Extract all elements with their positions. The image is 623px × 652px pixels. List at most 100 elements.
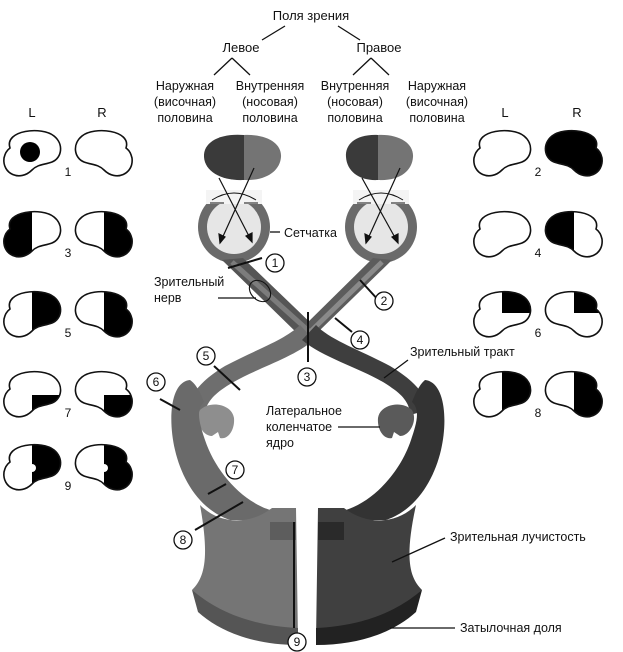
field-2-R-eye — [544, 129, 603, 177]
field-8-R-eye — [544, 370, 603, 418]
label-optic-nerve-2: нерв — [154, 291, 182, 305]
svg-text:1: 1 — [272, 256, 279, 270]
label-optic-radiation: Зрительная лучистость — [450, 530, 586, 544]
svg-text:9: 9 — [294, 635, 301, 649]
label-lgn-2: коленчатое — [266, 420, 332, 434]
lesion-marker-5: 5 — [196, 346, 216, 366]
left-optic-radiation — [171, 380, 270, 520]
field-pair-number: 6 — [535, 326, 542, 340]
visual-pathway-anatomy — [171, 134, 445, 645]
lesion-marker-1: 1 — [265, 253, 285, 273]
field-pair-number: 7 — [65, 406, 72, 420]
lesion-marker-2: 2 — [374, 291, 394, 311]
svg-text:8: 8 — [180, 533, 187, 547]
field-pair-number: 5 — [65, 326, 72, 340]
right-optic-radiation — [346, 380, 445, 520]
label-lgn-3: ядро — [266, 436, 294, 450]
field-defect-area — [32, 395, 61, 417]
field-1-R-eye — [74, 129, 133, 177]
field-9-R-eye — [74, 443, 133, 491]
field-3-R-eye — [74, 210, 133, 258]
left-outer-line2: (височная) — [154, 95, 216, 109]
field-6-R-eye — [544, 290, 603, 338]
right-optic-tract — [302, 325, 428, 415]
tree-line — [213, 57, 233, 76]
svg-text:7: 7 — [232, 463, 239, 477]
tree-line — [337, 25, 361, 41]
field-pair-number: 9 — [65, 479, 72, 493]
right-outer-line2: (височная) — [406, 95, 468, 109]
right-visual-object — [345, 134, 414, 181]
left-optic-tract — [188, 325, 314, 415]
field-4-R-eye — [544, 210, 603, 258]
field-pair-8: 8 — [473, 370, 603, 420]
lesion-marker-9: 9 — [287, 632, 307, 652]
lesion-markers: 1 2 3 4 5 6 7 8 9 — [146, 253, 394, 652]
field-8-L-eye — [473, 370, 532, 418]
field-pair-4: 4 — [473, 210, 603, 260]
svg-text:3: 3 — [304, 370, 311, 384]
tree-line — [261, 25, 286, 41]
field-defect-area — [104, 395, 133, 417]
field-pair-2: 2 — [473, 129, 603, 179]
svg-text:4: 4 — [357, 333, 364, 347]
left-visual-object — [203, 134, 282, 181]
light-rays — [218, 167, 401, 245]
left-outer-line3: половина — [157, 111, 212, 125]
header-left: Левое — [223, 40, 260, 55]
lesion-marker-3: 3 — [297, 367, 317, 387]
lesion-marker-7: 7 — [225, 460, 245, 480]
left-inner-line3: половина — [242, 111, 297, 125]
field-pair-7: 7 — [3, 370, 133, 420]
field-2-L-eye — [473, 129, 532, 177]
field-defect-area — [502, 371, 531, 417]
field-defect-area — [20, 142, 40, 162]
lesion-marker-4: 4 — [350, 330, 370, 350]
right-eye — [345, 190, 417, 263]
label-optic-tract: Зрительный тракт — [410, 345, 515, 359]
field-pair-number: 4 — [535, 246, 542, 260]
field-1-L-eye — [3, 129, 62, 177]
right-outer-line1: Наружная — [408, 79, 466, 93]
left-outer-line1: Наружная — [156, 79, 214, 93]
field-defect-area — [32, 291, 61, 337]
field-pair-number: 1 — [65, 165, 72, 179]
field-defect-area — [32, 444, 61, 490]
field-5-L-eye — [3, 290, 62, 338]
field-defect-area — [502, 291, 531, 313]
field-pair-number: 2 — [535, 165, 542, 179]
visual-field-defects: 1 2 3 4 5 6 7 8 9 — [3, 129, 603, 493]
tree-line — [370, 57, 390, 76]
right-col-L: L — [501, 105, 508, 120]
svg-text:5: 5 — [203, 349, 210, 363]
right-outer-line3: половина — [409, 111, 464, 125]
field-9-L-eye — [3, 443, 62, 491]
left-col-L: L — [28, 105, 35, 120]
svg-text:6: 6 — [153, 375, 160, 389]
field-pair-number: 8 — [535, 406, 542, 420]
field-defect-area — [545, 130, 603, 176]
field-pair-5: 5 — [3, 290, 133, 340]
field-defect-area — [28, 464, 36, 472]
field-defect-area — [574, 291, 603, 313]
header-right: Правое — [356, 40, 401, 55]
tree-line — [352, 57, 372, 76]
field-defect-area — [545, 211, 574, 257]
field-pair-1: 1 — [3, 129, 133, 179]
left-col-R: R — [97, 105, 106, 120]
field-6-L-eye — [473, 290, 532, 338]
right-inner-line1: Внутренняя — [321, 79, 389, 93]
right-col-R: R — [572, 105, 581, 120]
field-7-R-eye — [74, 370, 133, 418]
field-defect-area — [100, 464, 108, 472]
label-retina: Сетчатка — [284, 226, 337, 240]
field-header: Поля зрения Левое Правое Наружная (височ… — [154, 8, 468, 125]
label-optic-nerve-1: Зрительный — [154, 275, 224, 289]
field-7-L-eye — [3, 370, 62, 418]
svg-text:2: 2 — [381, 294, 388, 308]
left-eye — [198, 190, 270, 263]
field-5-R-eye — [74, 290, 133, 338]
field-pair-6: 6 — [473, 290, 603, 340]
field-3-L-eye — [3, 210, 62, 258]
field-pair-3: 3 — [3, 210, 133, 260]
